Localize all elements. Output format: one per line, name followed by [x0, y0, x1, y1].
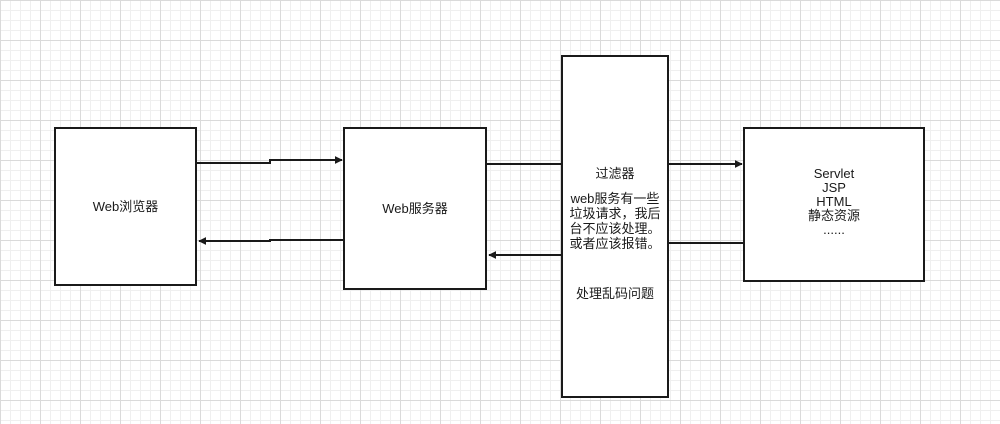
filter-description-line: 垃圾请求，我后 [569, 206, 661, 221]
filter-description: web服务有一些 垃圾请求，我后 台不应该处理。 或者应该报错。 [563, 191, 667, 251]
resource-item-ellipsis: ...... [823, 221, 845, 237]
response-arrow-server-to-browser[interactable] [198, 237, 343, 245]
web-browser-label: Web浏览器 [92, 199, 159, 214]
resource-item-html: HTML [816, 193, 852, 209]
resource-item-jsp: JSP [822, 179, 846, 195]
filter-extra-note: 处理乱码问题 [575, 286, 654, 301]
web-browser-node[interactable]: Web浏览器 [54, 127, 197, 286]
filter-node[interactable]: 过滤器 web服务有一些 垃圾请求，我后 台不应该处理。 或者应该报错。 处理乱… [561, 55, 669, 398]
resource-item-servlet: Servlet [813, 165, 855, 181]
web-server-node[interactable]: Web服务器 [343, 127, 487, 290]
resource-target-node[interactable]: Servlet JSP HTML 静态资源 ...... [743, 127, 925, 282]
resource-item-static: 静态资源 [807, 207, 860, 223]
filter-title: 过滤器 [595, 166, 635, 181]
filter-description-line: 或者应该报错。 [569, 236, 661, 251]
filter-description-line: 台不应该处理。 [569, 221, 661, 236]
request-arrow-browser-to-server[interactable] [197, 156, 343, 164]
filter-description-line: web服务有一些 [570, 191, 660, 206]
web-server-label: Web服务器 [382, 201, 448, 216]
resource-list: Servlet JSP HTML 静态资源 ...... [807, 165, 860, 237]
